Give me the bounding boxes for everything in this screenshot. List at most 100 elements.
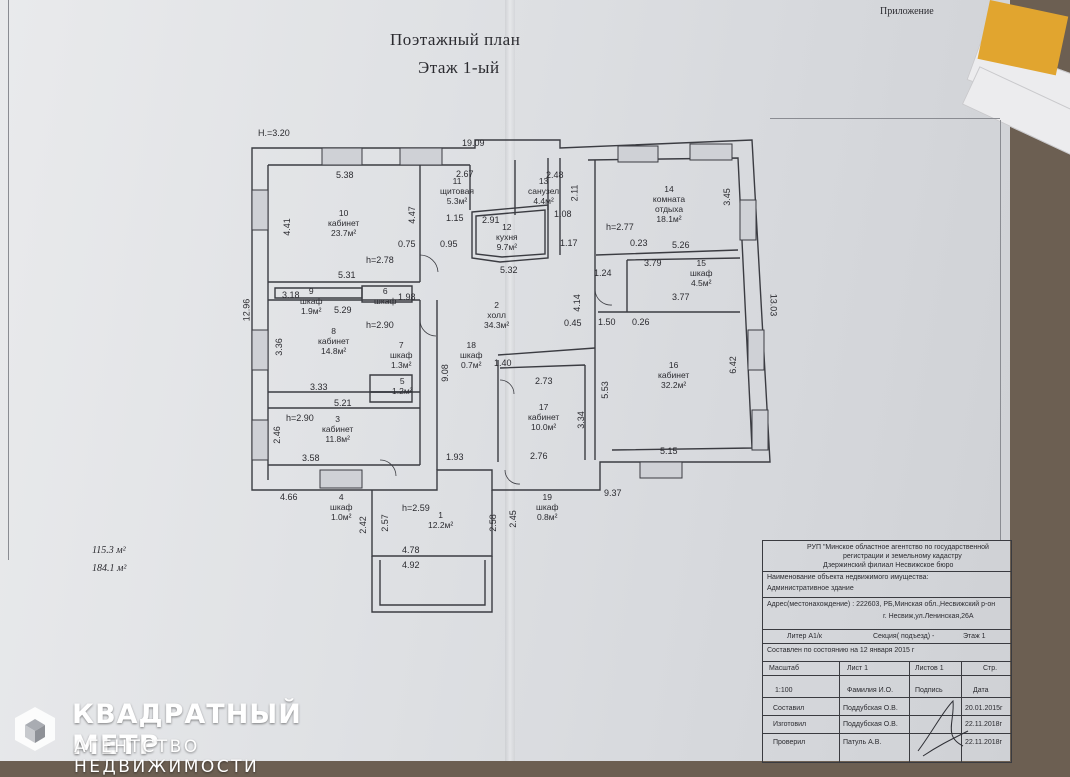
dim-label: 2.11 (569, 184, 580, 202)
floor-plan-drawing (251, 139, 771, 613)
dim-label: 0.95 (440, 239, 458, 249)
dim-label: 5.26 (672, 240, 690, 250)
date: 20.01.2015г (965, 705, 1003, 712)
org-line: РУП "Минское областное агентство по госу… (807, 544, 989, 551)
object-label: Наименование объекта недвижимого имущест… (767, 574, 929, 581)
signature (917, 699, 969, 757)
dim-label: 4.14 (571, 294, 582, 312)
dim-label: 1.50 (598, 317, 616, 327)
dim-label: 0.75 (398, 239, 416, 249)
dim-label: h=2.90 (286, 413, 314, 423)
dim-label: 2.67 (456, 169, 474, 179)
dim-label: 3.18 (282, 290, 300, 300)
role: Составил (773, 705, 805, 712)
dim-bottom-mid: 9.37 (604, 488, 622, 498)
dim-label: 2.57 (379, 514, 390, 532)
dim-label: 4.47 (406, 206, 417, 224)
role: Проверил (773, 739, 806, 746)
dim-label: 5.32 (500, 265, 518, 275)
dim-label: 2.42 (357, 516, 368, 534)
dim-top: 19.09 (462, 138, 485, 148)
dim-label: 1.08 (554, 209, 572, 219)
dim-label: 9.08 (439, 364, 450, 382)
plan-title: Поэтажный план (390, 30, 521, 49)
dim-label: 1.15 (446, 213, 464, 223)
dim-label: 3.33 (310, 382, 328, 392)
total-area-1: 115.3 м² (92, 545, 126, 556)
date: 22.11.2018г (965, 721, 1003, 728)
dim-label: 5.15 (660, 446, 678, 456)
org-line: регистрации и земельному кадастру (843, 553, 962, 560)
dim-label: 3.45 (721, 188, 732, 206)
dim-label: 1.17 (560, 238, 578, 248)
liter: Литер А1/к (787, 633, 822, 640)
compiled-date: Составлен по состоянию на 12 января 2015… (767, 647, 915, 654)
person-name: Поддубская О.В. (843, 705, 898, 712)
date-header: Дата (973, 687, 989, 694)
dim-label: h=2.77 (606, 222, 634, 232)
corner-label: Приложение (880, 6, 934, 17)
dim-label: 2.46 (271, 426, 282, 444)
frame-right (1000, 120, 1001, 540)
sign-header: Подпись (915, 687, 943, 694)
dim-label: 5.53 (599, 381, 610, 399)
dim-label: 0.45 (564, 318, 582, 328)
floor-title: Этаж 1-ый (418, 58, 500, 77)
dim-label: 3.79 (644, 258, 662, 268)
dim-label: 3.77 (672, 292, 690, 302)
dim-label: 2.48 (546, 170, 564, 180)
dim-label: h=2.78 (366, 255, 394, 265)
date: 22.11.2018г (965, 739, 1003, 746)
address-value: г. Несвиж,ул.Ленинская,26А (883, 613, 974, 620)
frame-top (770, 118, 1000, 119)
agency-name: КВАДРАТНЫЙ МЕТР (72, 699, 302, 761)
total-area-2: 184.1 м² (92, 563, 127, 574)
dim-label: 3.58 (302, 453, 320, 463)
person-name: Поддубская О.В. (843, 721, 898, 728)
level-mark: Н.=3.20 (258, 128, 290, 138)
dim-label: 5.21 (334, 398, 352, 408)
col-header: Стр. (983, 665, 998, 672)
dim-label: 5.31 (338, 270, 356, 280)
title-block: РУП "Минское областное агентство по госу… (762, 540, 1012, 763)
name-header: Фамилия И.О. (847, 687, 894, 694)
frame-left (8, 0, 9, 560)
person-name: Патуль А.В. (843, 739, 882, 746)
dim-label: 1.24 (594, 268, 612, 278)
dim-label: h=2.90 (366, 320, 394, 330)
address-label: Адрес(местонахождение) : 222603, РБ,Минс… (767, 601, 996, 608)
dim-right: 13.03 (768, 293, 779, 317)
agency-subtitle: АГЕНТСТВО НЕДВИЖИМОСТИ (74, 737, 260, 777)
section: Секция( подъезд) - (873, 633, 935, 640)
dim-label: 5.29 (334, 305, 352, 315)
col-header: Масштаб (769, 665, 799, 672)
dim-label: h=2.59 (402, 503, 430, 513)
dim-label: 4.78 (402, 545, 420, 555)
dim-label: 1.40 (494, 358, 512, 368)
dim-label: 1.93 (446, 452, 464, 462)
dim-label: 3.34 (575, 411, 586, 429)
dim-label: 2.91 (482, 215, 500, 225)
dim-label: 2.76 (530, 451, 548, 461)
col-header: Лист 1 (847, 665, 869, 672)
dim-label: 2.73 (535, 376, 553, 386)
dim-label: 4.92 (402, 560, 420, 570)
floor: Этаж 1 (963, 633, 986, 640)
dim-left: 12.96 (241, 298, 252, 322)
dim-bottom-left: 4.66 (280, 492, 298, 502)
dim-label: 2.45 (507, 510, 518, 528)
